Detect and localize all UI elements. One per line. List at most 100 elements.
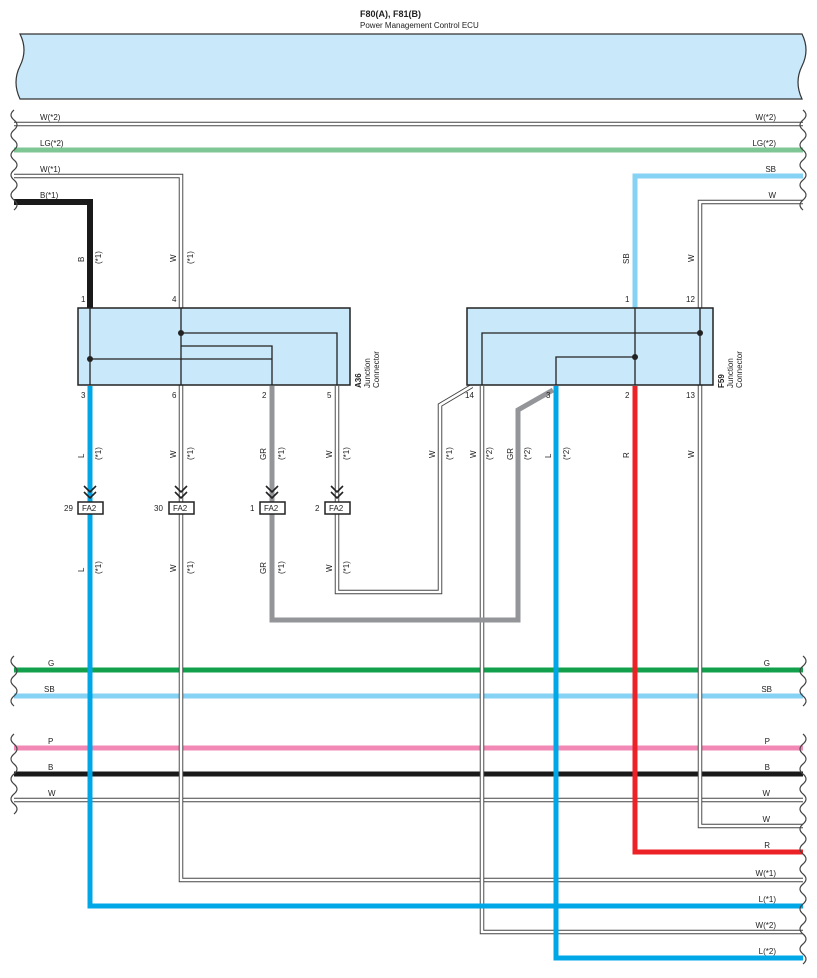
label-bottom-right-w2: W(*2) — [756, 921, 777, 930]
vlabel-f59-bottom-w2-note: (*2) — [485, 447, 494, 460]
vlabel-fa2-l-note: (*1) — [94, 561, 103, 574]
vlabel-fa2-gr-note: (*1) — [277, 561, 286, 574]
label-top-right-w: W — [768, 191, 776, 200]
vlabel-fa2-w-note: (*1) — [186, 561, 195, 574]
vlabel-a36-top-w: W — [169, 254, 178, 262]
a36-junction-connector: A36 Junction Connector 1 4 3 6 2 5 — [77, 295, 381, 400]
vlabel-a36-bottom-l: L — [77, 453, 86, 458]
vlabel-f59-bottom-l: L — [544, 453, 553, 458]
vlabel-a36-bottom-w-note: (*1) — [186, 447, 195, 460]
fa2-pin-2: 2 — [315, 504, 320, 513]
label-bottom-right-sb: SB — [761, 685, 772, 694]
a36-pin-6: 6 — [172, 391, 177, 400]
ecu-body — [15, 33, 807, 100]
a36-pin-4: 4 — [172, 295, 177, 304]
f59-pin-1: 1 — [625, 295, 630, 304]
label-bottom-right-g: G — [764, 659, 770, 668]
f59-body — [466, 307, 714, 386]
a36-pin-3: 3 — [81, 391, 86, 400]
f59-name-1: Junction — [726, 358, 735, 388]
f59-junction-connector: F59 Junction Connector 1 12 14 3 2 13 — [465, 295, 744, 400]
vlabel-a36-bottom-w5: W — [325, 450, 334, 458]
vlabel-fa2-w2: W — [325, 564, 334, 572]
label-bottom-right-l2: L(*2) — [759, 947, 777, 956]
label-top-left-lg2: LG(*2) — [40, 139, 64, 148]
routed-wires — [14, 173, 803, 961]
vlabel-f59-bottom-gr-note: (*2) — [523, 447, 532, 460]
fa2-label-1: FA2 — [264, 504, 279, 513]
label-bottom-left-sb: SB — [44, 685, 55, 694]
fa2-pin-30: 30 — [154, 504, 163, 513]
fa2-connector-30: FA2 30 — [154, 485, 195, 515]
label-bottom-left-p: P — [48, 737, 53, 746]
label-top-left-w2: W(*2) — [40, 113, 61, 122]
vlabel-f59-bottom-w2: W — [469, 450, 478, 458]
vlabel-f59-top-w: W — [687, 254, 696, 262]
fa2-pin-29: 29 — [64, 504, 73, 513]
break-marks — [10, 109, 807, 965]
label-bottom-right-l1: L(*1) — [759, 895, 777, 904]
a36-name-1: Junction — [363, 358, 372, 388]
wire-w1-a36-f59 — [334, 384, 474, 595]
fa2-connectors: FA2 29 FA2 30 FA2 1 FA2 2 — [64, 485, 351, 515]
wire-l2 — [553, 386, 803, 961]
vlabel-fa2-l: L — [77, 567, 86, 572]
label-bottom-right-w-2: W — [762, 815, 770, 824]
vlabel-f59-bottom-l-note: (*2) — [562, 447, 571, 460]
a36-name-2: Connector — [372, 351, 381, 388]
ecu-code: F80(A), F81(B) — [360, 9, 421, 19]
vlabel-fa2-w2-note: (*1) — [342, 561, 351, 574]
fa2-label-29: FA2 — [82, 504, 97, 513]
vlabel-fa2-w: W — [169, 564, 178, 572]
label-top-right-w2: W(*2) — [756, 113, 777, 122]
label-bottom-right-w-1: W — [762, 789, 770, 798]
vlabel-f59-bottom-w1: W — [428, 450, 437, 458]
fa2-connector-29: FA2 29 — [64, 485, 104, 515]
vlabel-a36-top-b-note: (*1) — [94, 251, 103, 264]
wire-l1 — [87, 386, 803, 909]
harness-wires — [14, 121, 803, 803]
label-top-left-w1: W(*1) — [40, 165, 61, 174]
a36-pin-5: 5 — [327, 391, 332, 400]
wire-w-f59 — [697, 199, 803, 829]
wire-gr — [269, 386, 555, 623]
fa2-connector-2: FA2 2 — [315, 485, 351, 515]
vlabel-f59-bottom-w: W — [687, 450, 696, 458]
f59-pin-14: 14 — [465, 391, 474, 400]
label-top-left-b1: B(*1) — [40, 191, 59, 200]
vlabel-fa2-gr: GR — [259, 562, 268, 574]
f59-pin-13: 13 — [686, 391, 695, 400]
fa2-label-2: FA2 — [329, 504, 344, 513]
label-bottom-left-w: W — [48, 789, 56, 798]
vlabel-a36-bottom-w: W — [169, 450, 178, 458]
label-bottom-right-w1: W(*1) — [756, 869, 777, 878]
label-top-right-sb: SB — [765, 165, 776, 174]
label-bottom-right-r: R — [764, 841, 770, 850]
label-top-right-lg2: LG(*2) — [752, 139, 776, 148]
label-bottom-left-g: G — [48, 659, 54, 668]
a36-pin-1: 1 — [81, 295, 86, 304]
f59-pin-3: 3 — [546, 391, 551, 400]
fa2-pin-1: 1 — [250, 504, 255, 513]
vlabel-a36-bottom-gr: GR — [259, 448, 268, 460]
vlabel-f59-bottom-w1-note: (*1) — [445, 447, 454, 460]
a36-code: A36 — [354, 373, 363, 388]
ecu-name: Power Management Control ECU — [360, 21, 479, 30]
vlabel-f59-top-sb: SB — [622, 253, 631, 264]
vlabel-a36-bottom-l-note: (*1) — [94, 447, 103, 460]
f59-name-2: Connector — [735, 351, 744, 388]
label-bottom-right-p: P — [765, 737, 770, 746]
f59-pin-2: 2 — [625, 391, 630, 400]
f59-code: F59 — [717, 374, 726, 388]
f59-pin-12: 12 — [686, 295, 695, 304]
vlabel-a36-top-b: B — [77, 257, 86, 262]
label-bottom-left-b: B — [48, 763, 53, 772]
vlabel-a36-top-w-note: (*1) — [186, 251, 195, 264]
fa2-label-30: FA2 — [173, 504, 188, 513]
vlabel-a36-bottom-w5-note: (*1) — [342, 447, 351, 460]
wire-sb-top — [632, 173, 803, 308]
vlabel-f59-bottom-r: R — [622, 452, 631, 458]
vlabel-f59-bottom-gr: GR — [506, 448, 515, 460]
label-bottom-right-b: B — [765, 763, 770, 772]
